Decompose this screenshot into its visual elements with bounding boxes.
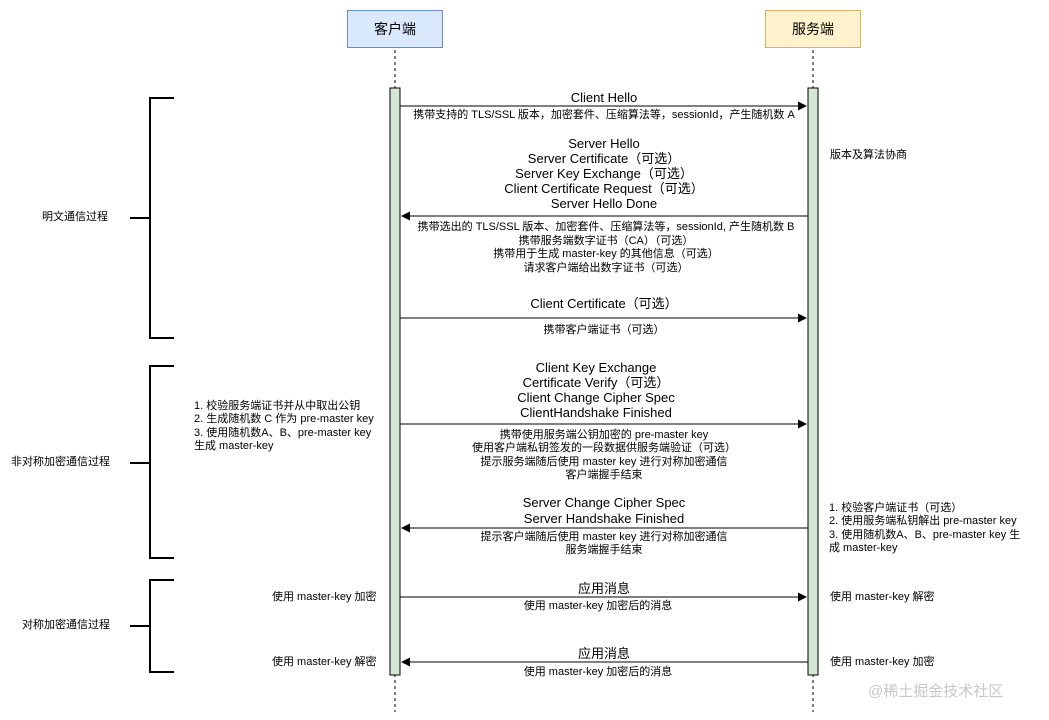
msg-cke-title-0: Client Key Exchange <box>535 360 657 375</box>
bracket-symmetric <box>130 579 174 673</box>
note-server-encrypt: 使用 master-key 加密 <box>830 656 935 668</box>
note-server-step-0: 1. 校验客户端证书（可选） <box>829 502 963 514</box>
phase-label-symmetric: 对称加密通信过程 <box>22 619 110 631</box>
msg-client-hello-desc: 携带支持的 TLS/SSL 版本，加密套件、压缩算法等，sessionId，产生… <box>413 109 795 121</box>
msg-scc-title-1: Server Handshake Finished <box>523 511 685 526</box>
msg-scc-desc-0: 提示客户端随后使用 master key 进行对称加密通信 <box>480 531 728 543</box>
note-client-step-1: 2. 生成随机数 C 作为 pre-master key <box>194 413 374 425</box>
note-client-decrypt: 使用 master-key 解密 <box>272 656 377 668</box>
server-participant-label: 服务端 <box>792 21 834 37</box>
msg-server-hello-title-4: Server Hello Done <box>550 196 658 211</box>
note-server-step-1: 2. 使用服务端私钥解出 pre-master key <box>829 515 1017 527</box>
msg-server-hello-title-1: Server Certificate（可选） <box>527 151 681 166</box>
msg-server-hello-title-3: Client Certificate Request（可选） <box>504 181 704 196</box>
client-participant-label: 客户端 <box>374 21 416 37</box>
msg-server-hello-title-0: Server Hello <box>568 136 640 151</box>
note-client-step-3: 生成 master-key <box>194 440 274 452</box>
watermark: @稀土掘金技术社区 <box>868 683 1004 700</box>
msg-cke-desc-0: 携带使用服务端公钥加密的 pre-master key <box>499 429 709 441</box>
note-client-encrypt: 使用 master-key 加密 <box>272 591 377 603</box>
msg-cke-title-1: Certificate Verify（可选） <box>522 375 670 390</box>
bracket-asymmetric <box>130 365 174 559</box>
msg-cke-desc-3: 客户端握手结束 <box>565 469 643 481</box>
msg-app-1-desc: 使用 master-key 加密后的消息 <box>523 600 673 612</box>
server-participant-box: 服务端 <box>765 10 861 48</box>
note-client-step-0: 1. 校验服务端证书并从中取出公钥 <box>194 400 361 412</box>
msg-app-1-title: 应用消息 <box>577 581 631 596</box>
client-activation-bar <box>389 87 401 676</box>
msg-server-hello-desc-2: 携带用于生成 master-key 的其他信息（可选） <box>493 248 719 260</box>
msg-client-hello-title: Client Hello <box>570 90 638 105</box>
note-server-step-2: 3. 使用随机数A、B、pre-master key 生 <box>829 529 1021 541</box>
msg-cke-desc-1: 使用客户端私钥签发的一段数据供服务端验证（可选） <box>472 442 736 454</box>
msg-app-2-title: 应用消息 <box>577 646 631 661</box>
msg-scc-title-0: Server Change Cipher Spec <box>522 495 686 510</box>
phase-label-asymmetric: 非对称加密通信过程 <box>11 456 110 468</box>
msg-server-hello-desc-3: 请求客户端给出数字证书（可选） <box>523 262 689 274</box>
msg-cke-title-2: Client Change Cipher Spec <box>517 390 675 405</box>
msg-client-cert-title: Client Certificate（可选） <box>530 296 678 311</box>
msg-server-hello-title-2: Server Key Exchange（可选） <box>515 166 693 181</box>
note-server-decrypt: 使用 master-key 解密 <box>830 591 935 603</box>
note-server-negotiate: 版本及算法协商 <box>830 149 907 161</box>
msg-server-hello-desc-0: 携带选出的 TLS/SSL 版本、加密套件、压缩算法等，sessionId, 产… <box>417 221 795 233</box>
msg-scc-desc-1: 服务端握手结束 <box>565 544 643 556</box>
server-activation-bar <box>807 87 819 676</box>
msg-cke-title-3: ClientHandshake Finished <box>520 405 672 420</box>
msg-cke-desc-2: 提示服务端随后使用 master key 进行对称加密通信 <box>480 456 728 468</box>
note-client-step-2: 3. 使用随机数A、B、pre-master key <box>194 427 372 439</box>
phase-label-plaintext: 明文通信过程 <box>42 211 108 223</box>
note-server-step-3: 成 master-key <box>829 542 898 554</box>
msg-server-hello-desc-1: 携带服务端数字证书（CA）（可选） <box>518 235 694 247</box>
bracket-plaintext <box>130 97 174 339</box>
msg-client-cert-desc: 携带客户端证书（可选） <box>543 324 665 336</box>
client-participant-box: 客户端 <box>347 10 443 48</box>
msg-app-2-desc: 使用 master-key 加密后的消息 <box>523 666 673 678</box>
